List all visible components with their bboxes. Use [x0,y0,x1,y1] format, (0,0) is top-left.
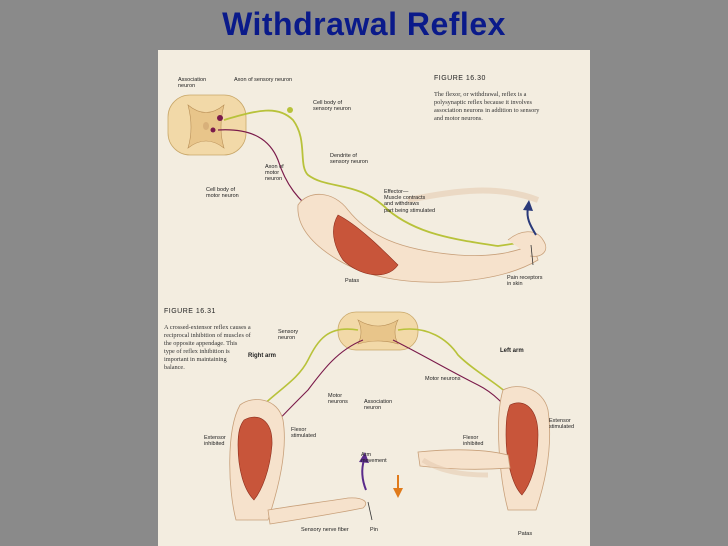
left-arm [417,386,550,511]
withdrawal-arrow [523,200,537,236]
figure-bottom-caption: FIGURE 16.31 A crossed-extensor reflex c… [164,300,294,372]
label-arm-movement: Arm movement [361,452,387,465]
label-pain-receptors: Pain receptors in skin [507,275,543,288]
label-patas-top: Patas [345,278,360,284]
label-cell-body-motor: Cell body of motor neuron [206,187,239,200]
label-extensor-inhibited: Extensor inhibited [204,435,226,448]
label-axon-motor: Axon of motor neuron [265,164,284,183]
label-cell-body-sensory: Cell body of sensory neuron [313,100,351,113]
label-flexor-stimulated: Flexor stimulated [291,427,317,440]
spinal-cord-top [167,94,247,156]
label-association-neuron-bottom: Association neuron [364,399,393,412]
spinal-cord-bottom [337,311,419,351]
figure-top-caption: FIGURE 16.30 The flexor, or withdrawal, … [434,67,584,123]
label-right-arm: Right arm [248,353,277,359]
label-pin: Pin [370,527,378,533]
label-flexor-inhibited: Flexor inhibited [463,435,484,448]
label-axon-sensory: Axon of sensory neuron [234,77,293,83]
figure-top-text: The flexor, or withdrawal, reflex is a p… [434,91,540,122]
label-sensory-nerve-fiber: Sensory nerve fiber [301,527,349,533]
label-motor-neurons-right: Motor neurons [328,393,348,406]
label-left-arm: Left arm [500,348,524,354]
label-patas-bottom: Patas [518,531,533,537]
label-extensor-stimulated: Extensor stimulated [549,418,575,431]
right-arm [229,399,373,525]
label-sensory-neuron: Sensory neuron [278,329,299,342]
label-association-neuron-top: Association neuron [178,77,207,90]
slide-title: Withdrawal Reflex [222,6,506,42]
figure-bottom-number: FIGURE 16.31 [164,308,216,315]
downward-arrow [393,475,403,498]
figure-top-number: FIGURE 16.30 [434,75,486,82]
figure-bottom-text: A crossed-extensor reflex causes a recip… [164,324,251,371]
anatomy-illustration [167,94,550,525]
textbook-page: FIGURE 16.30 The flexor, or withdrawal, … [158,50,590,546]
label-motor-neurons-left: Motor neurons [425,376,461,382]
label-dendrite-sensory: Dendrite of sensory neuron [330,153,368,166]
arm-top [297,187,547,283]
arm-movement-arrow [359,452,369,491]
label-effector: Effector— Muscle contracts and withdraws… [384,189,436,214]
